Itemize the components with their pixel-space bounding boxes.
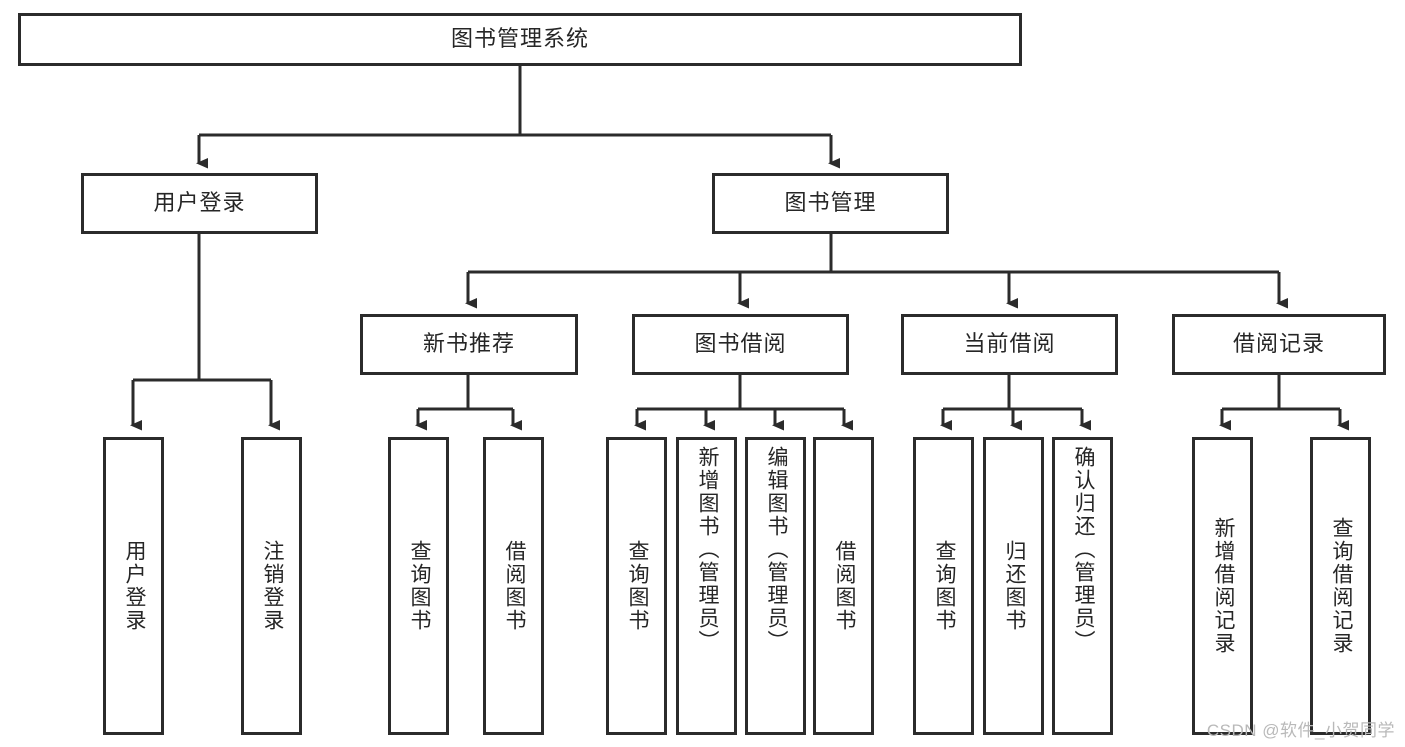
leaf-label: 查询图书: [932, 540, 956, 632]
leaf-label: 查询借阅记录: [1329, 517, 1353, 655]
leaf-label: 查询图书: [625, 540, 649, 632]
leaf-new-book-query[interactable]: 查询图书: [388, 437, 449, 735]
leaf-label: 归还图书: [1002, 540, 1026, 632]
node-new-book-recommend-label: 新书推荐: [422, 331, 515, 357]
leaf-label: 用户登录: [122, 540, 146, 632]
leaf-book-borrow-borrow[interactable]: 借阅图书: [813, 437, 874, 735]
leaf-new-book-borrow[interactable]: 借阅图书: [483, 437, 544, 735]
leaf-label: 确认归还（管理员）: [1071, 446, 1095, 653]
leaf-current-borrow-return[interactable]: 归还图书: [983, 437, 1044, 735]
leaf-book-borrow-edit[interactable]: 编辑图书（管理员）: [745, 437, 806, 735]
leaf-label: 借阅图书: [832, 540, 856, 632]
leaf-user-login-logout[interactable]: 注销登录: [241, 437, 302, 735]
node-book-management-label: 图书管理: [784, 190, 877, 216]
node-new-book-recommend[interactable]: 新书推荐: [360, 314, 578, 375]
node-user-login-label: 用户登录: [153, 190, 246, 216]
leaf-borrow-record-add[interactable]: 新增借阅记录: [1192, 437, 1253, 735]
node-root[interactable]: 图书管理系统: [18, 13, 1022, 66]
node-book-management[interactable]: 图书管理: [712, 173, 949, 234]
leaf-label: 查询图书: [407, 540, 431, 632]
leaf-label: 新增图书（管理员）: [695, 446, 719, 653]
leaf-label: 编辑图书（管理员）: [764, 446, 788, 653]
node-borrow-record-label: 借阅记录: [1232, 331, 1325, 357]
leaf-label: 新增借阅记录: [1211, 517, 1235, 655]
leaf-label: 注销登录: [260, 540, 284, 632]
leaf-current-borrow-query[interactable]: 查询图书: [913, 437, 974, 735]
leaf-user-login-login[interactable]: 用户登录: [103, 437, 164, 735]
watermark-text: CSDN @软件_小贺同学: [1206, 721, 1395, 740]
node-user-login[interactable]: 用户登录: [81, 173, 318, 234]
leaf-book-borrow-add[interactable]: 新增图书（管理员）: [676, 437, 737, 735]
node-book-borrow-label: 图书借阅: [694, 331, 787, 357]
leaf-book-borrow-query[interactable]: 查询图书: [606, 437, 667, 735]
node-book-borrow[interactable]: 图书借阅: [632, 314, 849, 375]
leaf-borrow-record-query[interactable]: 查询借阅记录: [1310, 437, 1371, 735]
leaf-label: 借阅图书: [502, 540, 526, 632]
node-root-label: 图书管理系统: [450, 26, 589, 52]
node-current-borrow[interactable]: 当前借阅: [901, 314, 1118, 375]
leaf-current-borrow-confirm-return[interactable]: 确认归还（管理员）: [1052, 437, 1113, 735]
node-borrow-record[interactable]: 借阅记录: [1172, 314, 1386, 375]
node-current-borrow-label: 当前借阅: [963, 331, 1056, 357]
